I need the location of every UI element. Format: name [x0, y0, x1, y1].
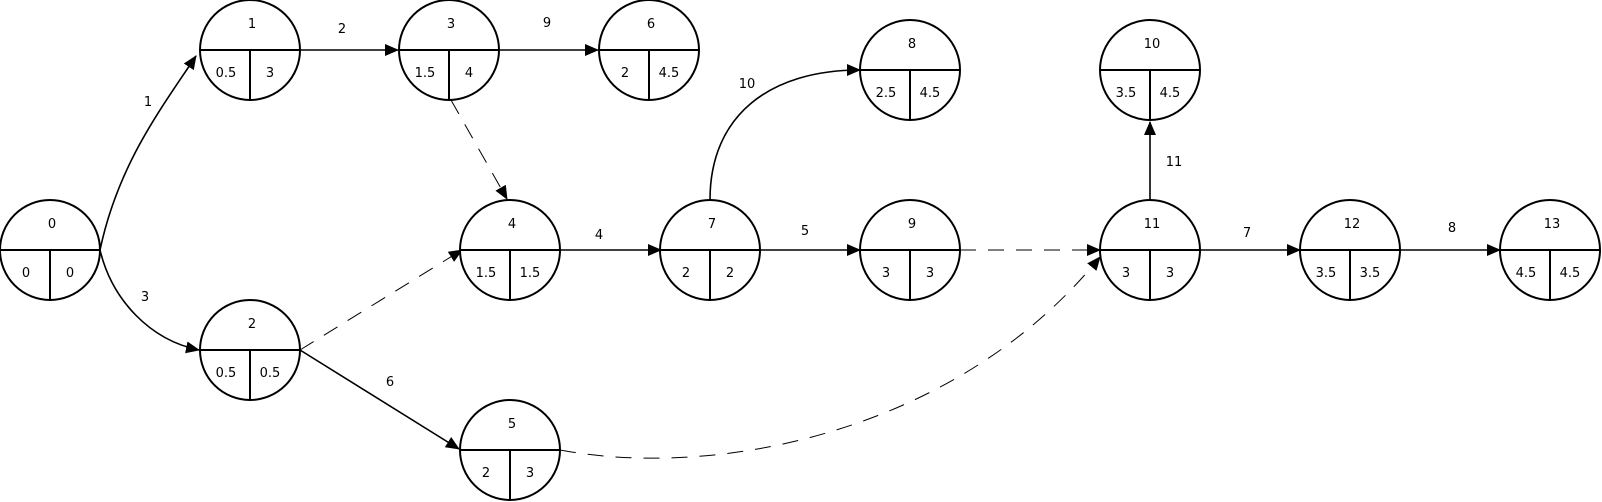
- edge-7-8: [709, 64, 861, 201]
- node-12: 12 3.5 3.5: [1299, 199, 1401, 301]
- node-late-value: 4.5: [1160, 86, 1181, 101]
- edge-label-11-12: 7: [1243, 226, 1251, 241]
- node-early-value: 1.5: [476, 266, 497, 281]
- node-8: 8 2.5 4.5: [859, 19, 961, 121]
- node-late-value: 3: [266, 66, 274, 81]
- node-id-label: 10: [1144, 37, 1161, 52]
- node-early-value: 0.5: [216, 66, 237, 81]
- node-late-value: 4.5: [659, 66, 680, 81]
- edges-layer: 1 3 2 9 6 4 10 5 11 7 8: [99, 16, 1501, 459]
- edge-label-1-3: 2: [338, 22, 346, 37]
- node-late-value: 3.5: [1360, 266, 1381, 281]
- node-late-value: 4.5: [1560, 266, 1581, 281]
- edge-label-7-8: 10: [739, 77, 756, 92]
- node-early-value: 2: [682, 266, 690, 281]
- node-early-value: 3: [1122, 266, 1130, 281]
- edge-label-12-13: 8: [1448, 221, 1456, 236]
- node-0: 0 0 0: [0, 199, 101, 301]
- node-late-value: 1.5: [520, 266, 541, 281]
- edge-label-4-7: 4: [595, 228, 603, 243]
- edge-2-4: [299, 249, 463, 351]
- node-early-value: 4.5: [1516, 266, 1537, 281]
- node-id-label: 8: [908, 37, 916, 52]
- node-id-label: 2: [248, 317, 256, 332]
- edge-0-2: [99, 249, 200, 354]
- edge-2-5: [299, 349, 460, 450]
- node-late-value: 0: [66, 266, 74, 281]
- node-late-value: 3: [926, 266, 934, 281]
- node-late-value: 4: [465, 66, 473, 81]
- node-11: 11 3 3: [1099, 199, 1201, 301]
- node-id-label: 0: [48, 217, 56, 232]
- node-id-label: 3: [447, 17, 455, 32]
- edge-5-11: [559, 256, 1101, 459]
- node-2: 2 0.5 0.5: [199, 299, 301, 401]
- node-4: 4 1.5 1.5: [459, 199, 561, 301]
- node-id-label: 12: [1344, 217, 1361, 232]
- node-late-value: 4.5: [920, 86, 941, 101]
- edge-label-7-9: 5: [801, 224, 809, 239]
- node-id-label: 5: [508, 417, 516, 432]
- node-id-label: 1: [248, 17, 256, 32]
- node-early-value: 1.5: [415, 66, 436, 81]
- edge-label-3-6: 9: [543, 16, 551, 31]
- node-early-value: 2.5: [876, 86, 897, 101]
- node-5: 5 2 3: [459, 399, 561, 501]
- node-id-label: 6: [647, 17, 655, 32]
- node-id-label: 4: [508, 217, 516, 232]
- node-early-value: 3: [882, 266, 890, 281]
- edge-0-1: [99, 55, 197, 251]
- node-13: 13 4.5 4.5: [1499, 199, 1601, 301]
- node-late-value: 2: [726, 266, 734, 281]
- node-id-label: 11: [1144, 217, 1161, 232]
- node-id-label: 9: [908, 217, 916, 232]
- node-10: 10 3.5 4.5: [1099, 19, 1201, 121]
- node-late-value: 3: [1166, 266, 1174, 281]
- edge-label-2-5: 6: [386, 375, 394, 390]
- node-late-value: 3: [526, 466, 534, 481]
- node-id-label: 13: [1544, 217, 1561, 232]
- node-7: 7 2 2: [659, 199, 761, 301]
- node-late-value: 0.5: [260, 366, 281, 381]
- node-9: 9 3 3: [859, 199, 961, 301]
- node-early-value: 2: [621, 66, 629, 81]
- edge-label-11-10: 11: [1166, 155, 1183, 170]
- node-early-value: 3.5: [1316, 266, 1337, 281]
- edge-label-0-2: 3: [141, 290, 149, 305]
- node-early-value: 0: [22, 266, 30, 281]
- edge-label-0-1: 1: [144, 95, 152, 110]
- node-id-label: 7: [708, 217, 716, 232]
- node-early-value: 3.5: [1116, 86, 1137, 101]
- node-early-value: 2: [482, 466, 490, 481]
- edge-3-4: [450, 99, 508, 200]
- node-early-value: 0.5: [216, 366, 237, 381]
